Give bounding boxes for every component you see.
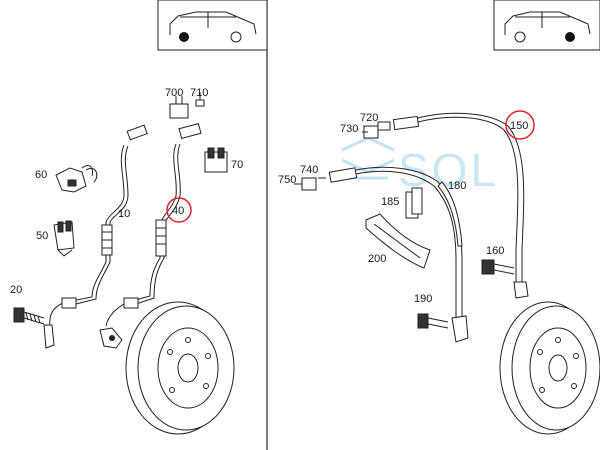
label-10: 10	[118, 208, 130, 220]
watermark-text: SOL	[398, 144, 499, 196]
connector-740	[294, 177, 317, 191]
suv-rear-wheel-icon	[493, 0, 600, 51]
bracket-185	[405, 187, 423, 219]
bolt-20	[13, 307, 45, 325]
bolt-160	[481, 259, 515, 275]
label-730: 730	[340, 123, 358, 135]
label-710: 710	[190, 87, 208, 99]
label-150: 150	[510, 120, 528, 132]
label-750: 750	[278, 174, 296, 186]
label-40: 40	[172, 205, 184, 217]
connector-700	[169, 96, 205, 119]
sensor-cable-150	[392, 112, 529, 299]
sol-watermark: SOL	[341, 136, 499, 196]
highlight-circle-150	[505, 110, 535, 140]
label-50: 50	[36, 230, 48, 242]
holder-50	[53, 220, 75, 257]
sensor-cable-180	[328, 166, 469, 343]
label-190: 190	[414, 293, 432, 305]
label-70: 70	[231, 159, 243, 171]
sensor-cable-10	[43, 124, 148, 349]
clip-70	[204, 147, 228, 173]
label-185: 185	[381, 196, 399, 208]
label-20: 20	[10, 284, 22, 296]
label-60: 60	[35, 169, 47, 181]
guide-200	[365, 213, 431, 269]
bracket-60	[55, 165, 98, 193]
label-200: 200	[368, 253, 386, 265]
label-720: 720	[360, 112, 378, 124]
label-740: 740	[300, 164, 318, 176]
label-180: 180	[448, 180, 466, 192]
label-160: 160	[486, 245, 504, 257]
brake-disc-left	[125, 301, 235, 435]
connector-720	[363, 121, 391, 139]
highlight-circle-40	[166, 197, 192, 223]
label-700: 700	[165, 87, 183, 99]
suv-front-wheel-icon	[157, 0, 268, 51]
brake-disc-right	[499, 301, 600, 435]
sensor-cable-40	[99, 122, 202, 349]
bolt-190	[417, 313, 449, 329]
